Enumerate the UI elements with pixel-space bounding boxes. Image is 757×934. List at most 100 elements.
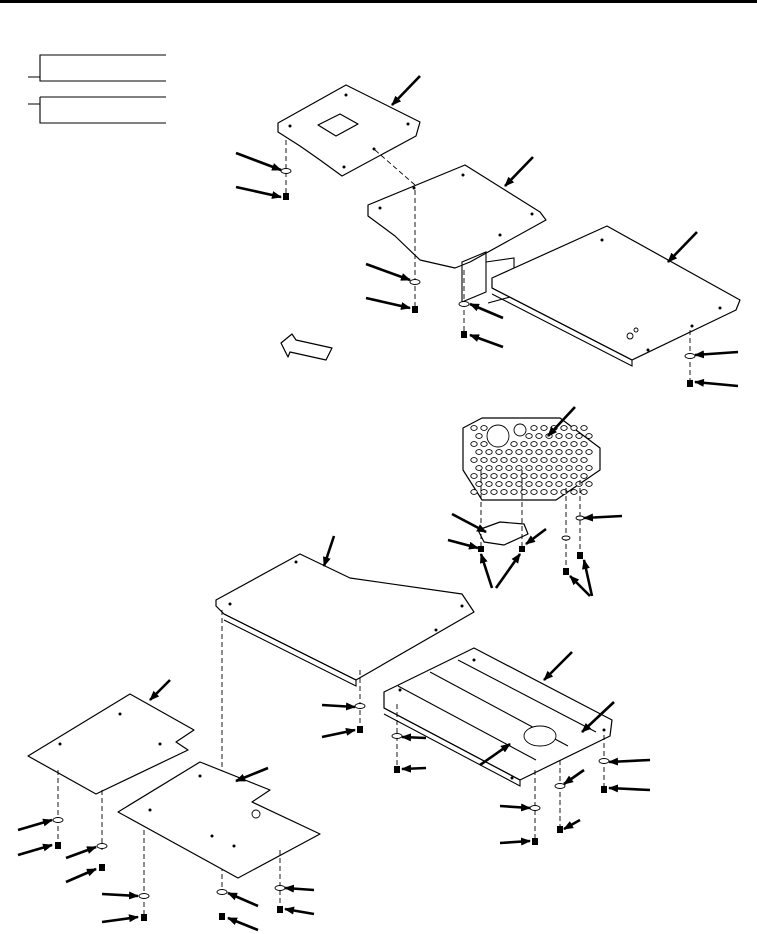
- perforation-hole: [520, 441, 528, 447]
- perforation-hole: [555, 465, 563, 471]
- perforation-hole: [505, 449, 513, 455]
- perforation-hole: [530, 425, 538, 431]
- perforation-hole: [505, 481, 513, 487]
- panel-lower-long: [215, 553, 475, 687]
- perforation-hole: [550, 457, 558, 463]
- perforation-hole: [515, 449, 523, 455]
- perforation-hole: [545, 449, 553, 455]
- perforation-hole: [485, 465, 493, 471]
- perforation-hole: [585, 449, 593, 455]
- legend: [28, 54, 166, 124]
- perforation-hole: [585, 481, 593, 487]
- perforation-hole: [565, 433, 573, 439]
- panel-bottom-center: [117, 761, 321, 879]
- perforation-hole: [555, 433, 563, 439]
- perforation-hole: [510, 457, 518, 463]
- perforation-hole: [485, 449, 493, 455]
- perforation-hole: [565, 449, 573, 455]
- perforation-hole: [540, 441, 548, 447]
- perforation-hole: [535, 433, 543, 439]
- perforation-hole: [470, 441, 478, 447]
- perforation-hole: [585, 433, 593, 439]
- perforation-hole: [475, 465, 483, 471]
- perforation-hole: [480, 457, 488, 463]
- perforation-hole: [515, 465, 523, 471]
- perforation-hole: [580, 457, 588, 463]
- perforation-hole: [540, 425, 548, 431]
- perforation-hole: [480, 425, 488, 431]
- perforated-cover-assembly: [447, 406, 623, 597]
- perforation-hole: [495, 481, 503, 487]
- forward-direction-icon: [280, 333, 333, 361]
- perforation-hole: [530, 441, 538, 447]
- perforation-hole: [520, 457, 528, 463]
- perforation-hole: [470, 473, 478, 479]
- perforation-hole: [570, 457, 578, 463]
- perforation-hole: [490, 489, 498, 495]
- perforation-hole: [570, 441, 578, 447]
- panel-channel-right: [383, 647, 613, 787]
- perforation-hole: [560, 441, 568, 447]
- perforation-hole: [580, 489, 588, 495]
- perforation-hole: [565, 465, 573, 471]
- perforation-hole: [525, 449, 533, 455]
- perforation-hole: [570, 473, 578, 479]
- perforation-hole: [525, 465, 533, 471]
- perforation-hole: [530, 473, 538, 479]
- perforation-hole: [560, 425, 568, 431]
- fasteners-lower: [52, 703, 610, 921]
- perforation-hole: [485, 481, 493, 487]
- perforation-hole: [580, 441, 588, 447]
- perforation-hole: [580, 473, 588, 479]
- perforation-hole: [530, 457, 538, 463]
- perforation-hole: [480, 489, 488, 495]
- callout-arrows-upper: [235, 75, 739, 388]
- perforation-hole: [555, 481, 563, 487]
- perforation-hole: [575, 465, 583, 471]
- perforation-hole: [525, 481, 533, 487]
- perforation-hole: [470, 489, 478, 495]
- perforation-hole: [495, 465, 503, 471]
- perforation-hole: [510, 489, 518, 495]
- fasteners-upper: [280, 168, 696, 387]
- perforation-holes: [470, 425, 593, 495]
- perforation-hole: [555, 449, 563, 455]
- perforation-hole: [570, 425, 578, 431]
- perforation-hole: [470, 425, 478, 431]
- perforation-hole: [535, 481, 543, 487]
- perforation-hole: [540, 489, 548, 495]
- perforation-hole: [515, 481, 523, 487]
- perforation-hole: [570, 489, 578, 495]
- perforation-hole: [480, 473, 488, 479]
- perforation-hole: [575, 449, 583, 455]
- perforation-hole: [545, 465, 553, 471]
- perforation-hole: [535, 449, 543, 455]
- perforation-hole: [490, 457, 498, 463]
- lower-panel-assembly: [17, 535, 651, 932]
- perforation-hole: [530, 489, 538, 495]
- perforation-hole: [540, 457, 548, 463]
- perforation-hole: [505, 465, 513, 471]
- perforation-hole: [575, 433, 583, 439]
- panel-top-small: [277, 84, 421, 177]
- perforation-hole: [545, 481, 553, 487]
- perforation-hole: [565, 481, 573, 487]
- perforation-hole: [525, 433, 533, 439]
- perforation-hole: [500, 457, 508, 463]
- panel-right-large: [491, 225, 741, 367]
- perforation-hole: [490, 473, 498, 479]
- perforation-hole: [535, 465, 543, 471]
- perforation-hole: [510, 441, 518, 447]
- perforation-hole: [495, 449, 503, 455]
- perforation-hole: [550, 489, 558, 495]
- perforation-hole: [500, 489, 508, 495]
- perforation-hole: [510, 473, 518, 479]
- panel-bottom-left: [27, 693, 195, 795]
- perforation-hole: [585, 465, 593, 471]
- perforation-hole: [550, 441, 558, 447]
- callout-arrows-lower: [17, 535, 651, 932]
- perforation-hole: [475, 433, 483, 439]
- upper-panel-assembly: [235, 75, 741, 388]
